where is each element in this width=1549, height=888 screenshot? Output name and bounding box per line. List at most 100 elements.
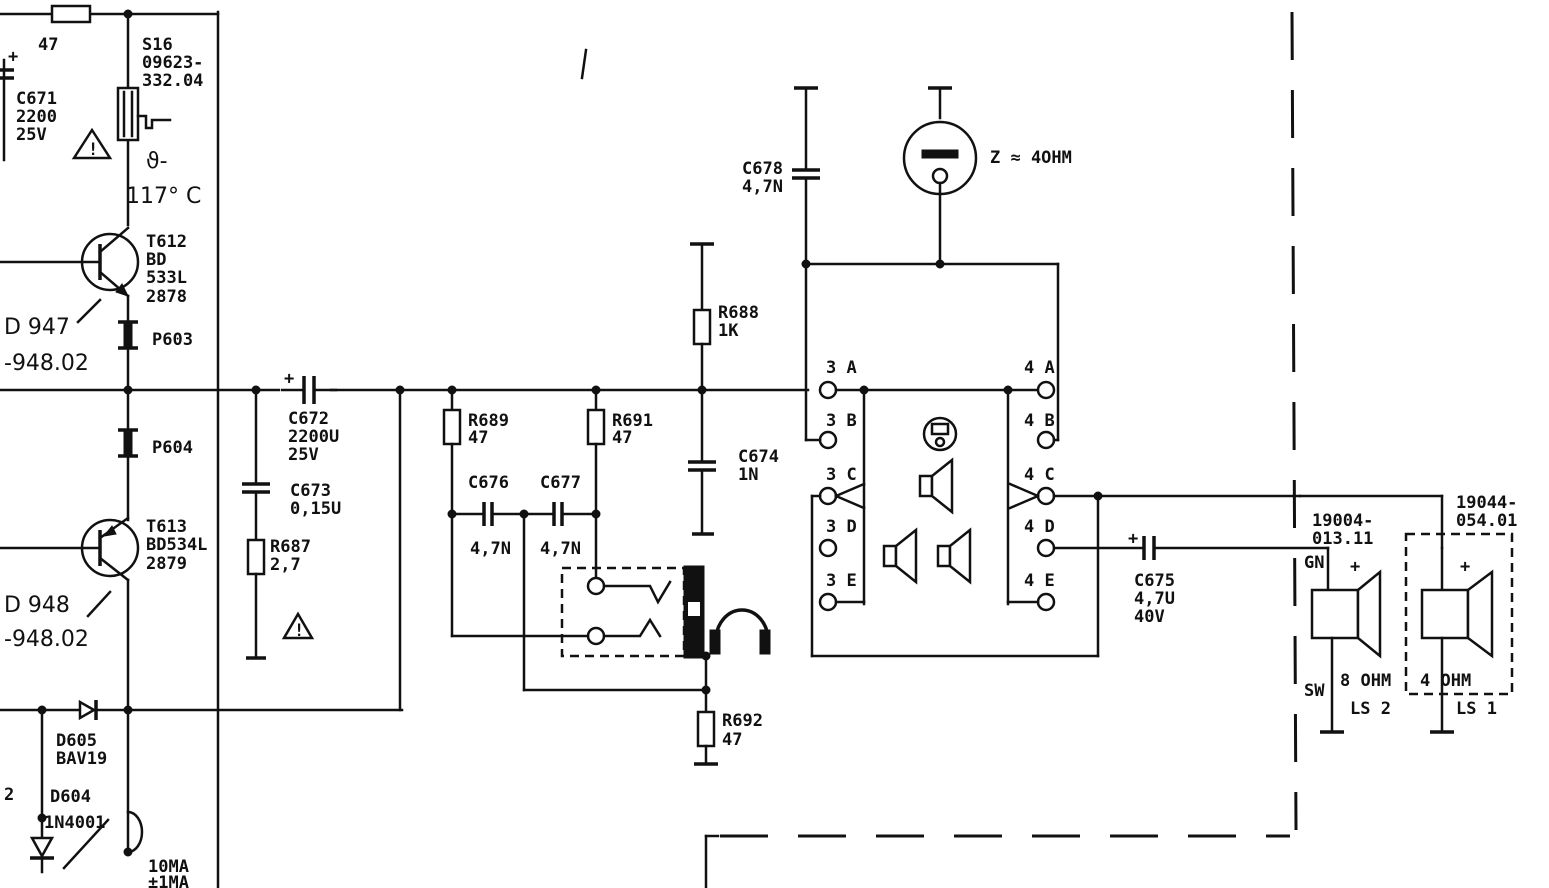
label-d605: D605 (56, 731, 97, 751)
jumper-p604 (118, 428, 138, 458)
label-ls2-part2: 013.11 (1312, 529, 1373, 549)
label-10ma: 10MA (148, 857, 189, 877)
label-c672-value: 2200U (288, 427, 339, 447)
label-sw-4c: 4 C (1024, 465, 1055, 485)
warning-mark-2: ! (294, 621, 304, 641)
label-c672: C672 (288, 409, 329, 429)
label-c678-value: 4,7N (742, 177, 783, 197)
transistor-t612 (0, 226, 140, 392)
label-z: Z ≈ 4OHM (990, 148, 1072, 168)
thermal-symbol-icon: ϑ- (146, 149, 168, 174)
label-sw-3a: 3 A (826, 358, 857, 378)
label-d604: D604 (50, 787, 91, 807)
warning-triangle-icon (71, 127, 113, 160)
label-c678: C678 (742, 159, 783, 179)
left-power-section: 47 + C671 2200 25V ! S16 09623- 332.04 ϑ… (0, 4, 810, 888)
label-c674: C674 (738, 447, 779, 467)
label-sw-4b: 4 B (1024, 411, 1055, 431)
label-ls2: LS 2 (1350, 699, 1391, 719)
label-1ma: ±1MA (148, 873, 189, 888)
label-r687-value: 2,7 (270, 555, 301, 575)
resistor-r692 (696, 710, 716, 748)
label-p604: P604 (152, 438, 193, 458)
label-sw: SW (1304, 681, 1325, 701)
label-r692: R692 (722, 711, 763, 731)
loudspeaker-ls2 (1310, 569, 1382, 659)
label-sw-3b: 3 B (826, 411, 857, 431)
label-d604-type: 1N4001 (44, 813, 105, 833)
ls1-enclosure (1404, 532, 1514, 696)
plus-c671: + (8, 47, 18, 67)
label-c673: C673 (290, 481, 331, 501)
label-c677-value: 4,7N (540, 539, 581, 559)
label-left-2: 2 (4, 785, 14, 805)
label-ls1-part: 19044- (1456, 493, 1517, 513)
plus-ls1: + (1460, 557, 1470, 577)
label-ls1-part2: 054.01 (1456, 511, 1517, 531)
output-coupling-section: + C672 2200U 25V C673 0,15U R687 2,7 ! R… (242, 242, 779, 766)
label-r692-value: 47 (722, 730, 742, 750)
headphones-icon (709, 608, 771, 655)
plus-c675: + (1128, 529, 1138, 549)
plus-c672: + (284, 369, 294, 389)
label-sw-3d: 3 D (826, 517, 857, 537)
resistor-top-47 (50, 4, 92, 24)
label-t612-type: BD (146, 250, 166, 270)
loudspeaker-section: 19004- 013.11 GN + SW 8 OHM LS 2 19044- … (704, 11, 1517, 888)
label-sw-4a: 4 A (1024, 358, 1055, 378)
label-r691-value: 47 (612, 428, 632, 448)
resistor-r687 (246, 538, 266, 576)
label-c673-value: 0,15U (290, 499, 341, 519)
label-c671: C671 (16, 89, 57, 109)
loudspeaker-ls1 (1420, 569, 1494, 659)
label-c675-voltage: 40V (1134, 607, 1165, 627)
label-s16: S16 (142, 35, 173, 55)
speaker-symbol-icon-1 (918, 457, 954, 515)
label-r688: R688 (718, 303, 759, 323)
label-s16-part: 09623- (142, 53, 203, 73)
label-c676-value: 4,7N (470, 539, 511, 559)
label-c675: C675 (1134, 571, 1175, 591)
fuse-10ma (126, 810, 144, 854)
label-d948-part: -948.02 (4, 627, 89, 652)
label-temperature: 117° C (126, 184, 201, 209)
label-r689: R689 (468, 411, 509, 431)
speaker-symbol-icon-3 (936, 527, 972, 585)
label-t612-code: 2878 (146, 287, 187, 307)
label-r688-value: 1K (718, 321, 739, 341)
label-d947-part: -948.02 (4, 351, 89, 376)
label-gn: GN (1304, 553, 1324, 573)
label-t612: T612 (146, 232, 187, 252)
speaker-symbol-icon-2 (882, 527, 918, 585)
diode-d604 (29, 836, 55, 860)
label-p603: P603 (152, 330, 193, 350)
label-d948: D 948 (4, 593, 70, 618)
warning-triangle-icon-2 (281, 611, 315, 640)
label-c671-value: 2200 (16, 107, 57, 127)
label-ls1-ohm: 4 OHM (1420, 671, 1471, 691)
label-ls1: LS 1 (1456, 699, 1497, 719)
label-d947: D 947 (4, 315, 70, 340)
resistor-r689 (442, 408, 462, 446)
label-c676: C676 (468, 473, 509, 493)
label-c675-value: 4,7U (1134, 589, 1175, 609)
label-sw-4d: 4 D (1024, 517, 1055, 537)
label-t613-code: 2879 (146, 554, 187, 574)
label-c677: C677 (540, 473, 581, 493)
label-r687: R687 (270, 537, 311, 557)
label-sw-3e: 3 E (826, 571, 857, 591)
label-d605-type: BAV19 (56, 749, 107, 769)
speaker-switch-section: C678 4,7N Z ≈ 4OHM 3 A 3 B 3 C (742, 86, 1330, 658)
resistor-r688 (692, 308, 712, 346)
diode-d605 (78, 699, 98, 721)
label-ls2-ohm: 8 OHM (1340, 671, 1391, 691)
label-t612-type2: 533L (146, 268, 187, 288)
label-ls2-part: 19004- (1312, 511, 1373, 531)
thermal-fuse-s16 (116, 86, 140, 142)
headphone-jack-outline (560, 566, 686, 658)
label-r691: R691 (612, 411, 653, 431)
label-r689-value: 47 (468, 428, 488, 448)
plus-ls2: + (1350, 557, 1360, 577)
warning-mark-1: ! (88, 140, 98, 160)
